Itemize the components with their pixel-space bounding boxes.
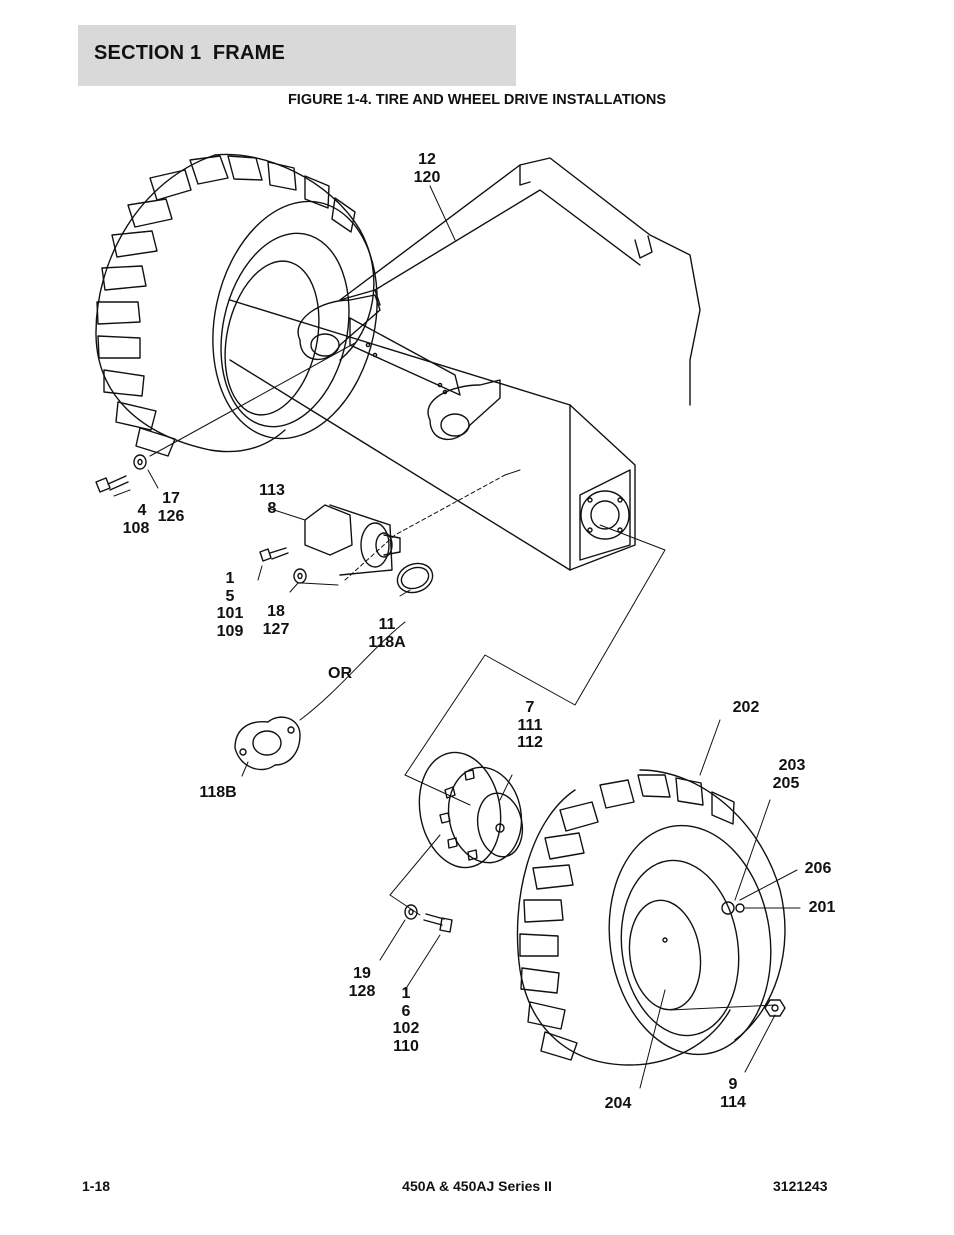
callout-text: 204 — [604, 1095, 632, 1112]
drive-hub — [418, 751, 524, 869]
callout-text: 113 — [259, 482, 285, 499]
callout-text: 118B — [199, 784, 237, 801]
callout-text: 127 — [262, 620, 290, 638]
callout-203-205: 203 205 — [764, 757, 808, 792]
callout-1-6-102-110: 1 6 102 110 — [386, 985, 426, 1055]
callout-17-126: 17 126 — [152, 490, 190, 525]
section-banner: SECTION 1 FRAME — [78, 25, 516, 86]
figure-title: FIGURE 1-4. TIRE AND WHEEL DRIVE INSTALL… — [287, 92, 667, 108]
callout-text: 18 — [267, 603, 285, 620]
callout-text: 111 — [517, 716, 543, 734]
model-name: 450A & 450AJ Series II — [402, 1178, 552, 1194]
callout-text: 7 — [525, 699, 535, 716]
callout-text: 17 — [162, 490, 180, 507]
callout-206: 206 — [799, 860, 837, 878]
callout-text: 12 — [418, 151, 436, 168]
callout-text: 4 — [137, 502, 147, 519]
callout-113-8: 113 8 — [253, 482, 291, 517]
drive-motor — [304, 504, 401, 576]
callout-text: 202 — [732, 699, 760, 716]
callout-text: 112 — [517, 734, 543, 751]
callout-text: 205 — [772, 774, 800, 792]
callout-201: 201 — [803, 899, 841, 917]
callout-text: 201 — [808, 899, 836, 916]
callout-202: 202 — [726, 699, 766, 717]
callout-118b: 118B — [193, 784, 243, 802]
callout-19-128: 19 128 — [343, 965, 381, 1000]
callout-text: 203 — [778, 757, 806, 774]
callout-text: 9 — [728, 1076, 738, 1093]
chassis-box — [339, 157, 701, 406]
page-number: 1-18 — [82, 1178, 111, 1194]
gasket — [234, 716, 301, 771]
callout-text: 118A — [368, 633, 406, 651]
callout-text: 114 — [720, 1093, 746, 1111]
callout-204: 204 — [598, 1095, 638, 1113]
doc-number: 3121243 — [773, 1178, 828, 1194]
front-tire-right — [516, 769, 786, 1066]
callout-text: 120 — [413, 168, 441, 186]
callout-text: 108 — [122, 519, 150, 537]
assembly-outlines — [344, 469, 666, 916]
section-title: SECTION 1 FRAME — [94, 42, 285, 64]
callout-text: 126 — [157, 507, 185, 525]
callout-text: 6 — [401, 1002, 411, 1020]
callout-12-120: 12 120 — [405, 151, 449, 186]
callout-11-118a: 11 118A — [362, 616, 412, 651]
callout-text: 128 — [348, 982, 376, 1000]
callout-text: 19 — [353, 965, 371, 982]
callout-4-108: 4 108 — [116, 502, 156, 537]
callout-text: 1 — [401, 985, 411, 1002]
callout-text: 206 — [804, 860, 832, 877]
callout-text: 1 — [225, 570, 235, 587]
callout-text: 109 — [216, 622, 244, 640]
callout-text: 102 — [392, 1020, 420, 1037]
leader-lines — [113, 185, 801, 1089]
callout-text: 5 — [225, 587, 235, 605]
callout-7-111-112: 7 111 112 — [510, 699, 550, 752]
callout-18-127: 18 127 — [257, 603, 295, 638]
hardware — [95, 454, 786, 1017]
callout-text: OR — [328, 665, 352, 682]
or-label: OR — [322, 665, 358, 683]
callout-text: 110 — [393, 1037, 419, 1055]
rear-tire-left — [95, 153, 378, 457]
callout-text: 101 — [216, 605, 244, 622]
callout-1-5-101-109: 1 5 101 109 — [210, 570, 250, 640]
axle-frame — [229, 294, 636, 571]
callout-9-114: 9 114 — [713, 1076, 753, 1111]
callout-text: 11 — [378, 616, 396, 633]
o-ring — [396, 562, 434, 594]
callout-text: 8 — [267, 499, 277, 517]
